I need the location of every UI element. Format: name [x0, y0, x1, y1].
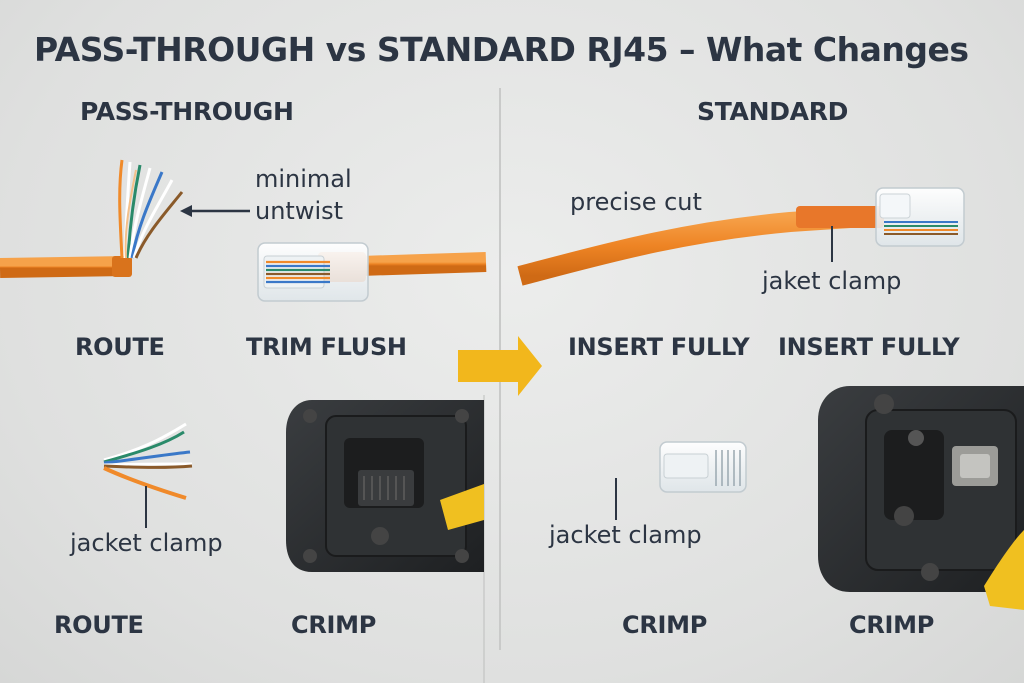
cable-fanned-wires: [0, 159, 184, 278]
step-crimp-left: CRIMP: [291, 611, 376, 639]
cable-jacket-clamp-left: [0, 422, 193, 528]
annotation-jacket-clamp-left: jacket clamp: [70, 529, 223, 557]
left-arrow-indicator: [180, 205, 250, 217]
step-crimp-middle: CRIMP: [622, 611, 707, 639]
rj45-connector-icon: [257, 242, 487, 302]
crimp-tool-icon: [286, 400, 484, 572]
annotation-precise-cut: precise cut: [570, 188, 702, 216]
annotation-untwist: untwist: [255, 197, 344, 225]
cable-jacket-clamp-right: [520, 441, 747, 520]
step-route-bottom: ROUTE: [54, 611, 144, 639]
step-trim-flush: TRIM FLUSH: [246, 333, 407, 361]
page-title: PASS-THROUGH vs STANDARD RJ45 – What Cha…: [34, 30, 969, 69]
right-arrow-icon: [458, 336, 542, 396]
heading-pass-through: PASS-THROUGH: [80, 97, 294, 126]
annotation-jacket-clamp-right: jacket clamp: [549, 521, 702, 549]
annotation-jaket-clamp: jaket clamp: [762, 267, 902, 295]
crimp-tool-icon-right: [818, 386, 1024, 610]
step-insert-fully-a: INSERT FULLY: [568, 333, 750, 361]
step-crimp-right: CRIMP: [849, 611, 934, 639]
step-route-top: ROUTE: [75, 333, 165, 361]
annotation-minimal: minimal: [255, 165, 352, 193]
cable-precise-cut: [517, 187, 965, 286]
step-insert-fully-b: INSERT FULLY: [778, 333, 960, 361]
heading-standard: STANDARD: [697, 97, 849, 126]
